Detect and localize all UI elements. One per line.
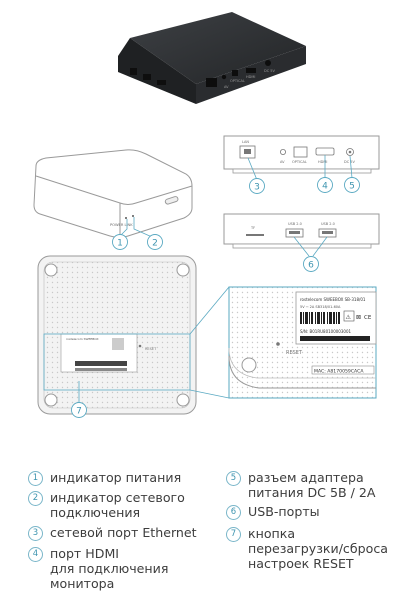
- sticker-model-line: 5V ⎓ 2A SB318/01-60A: [300, 305, 341, 309]
- tf-slot-label: TF: [250, 226, 255, 230]
- legend-number: 5: [226, 471, 241, 486]
- svg-text:HDMI: HDMI: [246, 75, 255, 79]
- svg-text:7: 7: [76, 406, 82, 416]
- legend-text: кнопка перезагрузки/сброса настроек RESE…: [248, 526, 388, 571]
- svg-text:POWER LINK: POWER LINK: [110, 223, 133, 227]
- svg-text:CE: CE: [364, 315, 372, 321]
- svg-text:5: 5: [349, 181, 355, 191]
- sticker-reset: RESET: [286, 350, 303, 356]
- back-panel: LAN AV OPTICAL HDMI DC 5V: [223, 135, 380, 181]
- legend-number: 1: [28, 471, 43, 486]
- sticker-mac: MAC: A8170059CACA: [314, 369, 364, 375]
- legend-text: USB-порты: [248, 504, 320, 519]
- legend-text: разъем адаптера питания DC 5В / 2А: [248, 470, 376, 500]
- legend-text: сетевой порт Ethernet: [50, 525, 197, 540]
- sticker-sn: S/N: B01RU80100003001: [300, 329, 351, 334]
- av-port-label: AV: [280, 160, 285, 164]
- legend-number: 7: [226, 527, 241, 542]
- legend-number: 4: [28, 547, 43, 562]
- lan-port-label: LAN: [242, 140, 249, 144]
- hdmi-port-label: HDMI: [318, 160, 327, 164]
- callout-1: 1: [112, 234, 128, 250]
- svg-text:3: 3: [254, 182, 260, 192]
- svg-text:1: 1: [117, 238, 123, 248]
- legend-number: 6: [226, 505, 241, 520]
- callout-3: 3: [249, 178, 265, 194]
- device-illustration: AV OPTICAL HDMI DC 5V POWER LINK LAN AV …: [33, 12, 380, 418]
- svg-text:AV: AV: [224, 85, 229, 89]
- zoomed-bottom-view: rostelecom SWEEBOX SB-318/01 5V ⎓ 2A SB3…: [228, 286, 377, 399]
- legend-item-6: 6 USB-порты: [226, 504, 320, 520]
- sticker-brand: rostelecom SWEEBOX SB-318/01: [300, 297, 366, 302]
- svg-text:OPTICAL: OPTICAL: [230, 79, 245, 83]
- optical-port-label: OPTICAL: [292, 160, 307, 164]
- callout-4: 4: [317, 177, 333, 193]
- callout-2: 2: [147, 234, 163, 250]
- side-panel: TF USB 2.0 USB 2.0: [223, 213, 380, 257]
- svg-text:rostelecom SWEEBOX: rostelecom SWEEBOX: [66, 337, 99, 341]
- usb-label-1: USB 2.0: [288, 222, 302, 226]
- callout-6: 6: [303, 256, 319, 272]
- svg-text:⚠: ⚠: [346, 314, 352, 321]
- legend-text: индикатор сетевого подключения: [50, 490, 185, 520]
- legend-item-4: 4 порт HDMI для подключения монитора: [28, 546, 168, 591]
- svg-text:DC 5V: DC 5V: [264, 69, 275, 73]
- svg-text:6: 6: [308, 260, 314, 270]
- svg-text:RESET: RESET: [145, 347, 157, 351]
- legend-item-7: 7 кнопка перезагрузки/сброса настроек RE…: [226, 526, 388, 571]
- callout-5: 5: [344, 177, 360, 193]
- legend-number: 3: [28, 526, 43, 541]
- svg-text:2: 2: [152, 238, 158, 248]
- white-box-outline: [33, 149, 193, 238]
- legend-item-2: 2 индикатор сетевого подключения: [28, 490, 185, 520]
- legend-item-1: 1 индикатор питания: [28, 470, 181, 486]
- svg-text:4: 4: [322, 181, 328, 191]
- dc-port-label: DC 5V: [344, 160, 355, 164]
- legend-text: индикатор питания: [50, 470, 182, 485]
- legend: 1 индикатор питания 2 индикатор сетевого…: [0, 462, 416, 600]
- legend-item-5: 5 разъем адаптера питания DC 5В / 2А: [226, 470, 376, 500]
- svg-text:⊠: ⊠: [356, 314, 361, 321]
- device-photo: AV OPTICAL HDMI DC 5V: [118, 12, 306, 104]
- bottom-view: rostelecom SWEEBOX RESET: [37, 255, 197, 415]
- legend-text: порт HDMI для подключения монитора: [50, 546, 169, 591]
- legend-item-3: 3 сетевой порт Ethernet: [28, 525, 197, 541]
- callout-7: 7: [71, 402, 87, 418]
- legend-number: 2: [28, 491, 43, 506]
- usb-label-2: USB 2.0: [321, 222, 335, 226]
